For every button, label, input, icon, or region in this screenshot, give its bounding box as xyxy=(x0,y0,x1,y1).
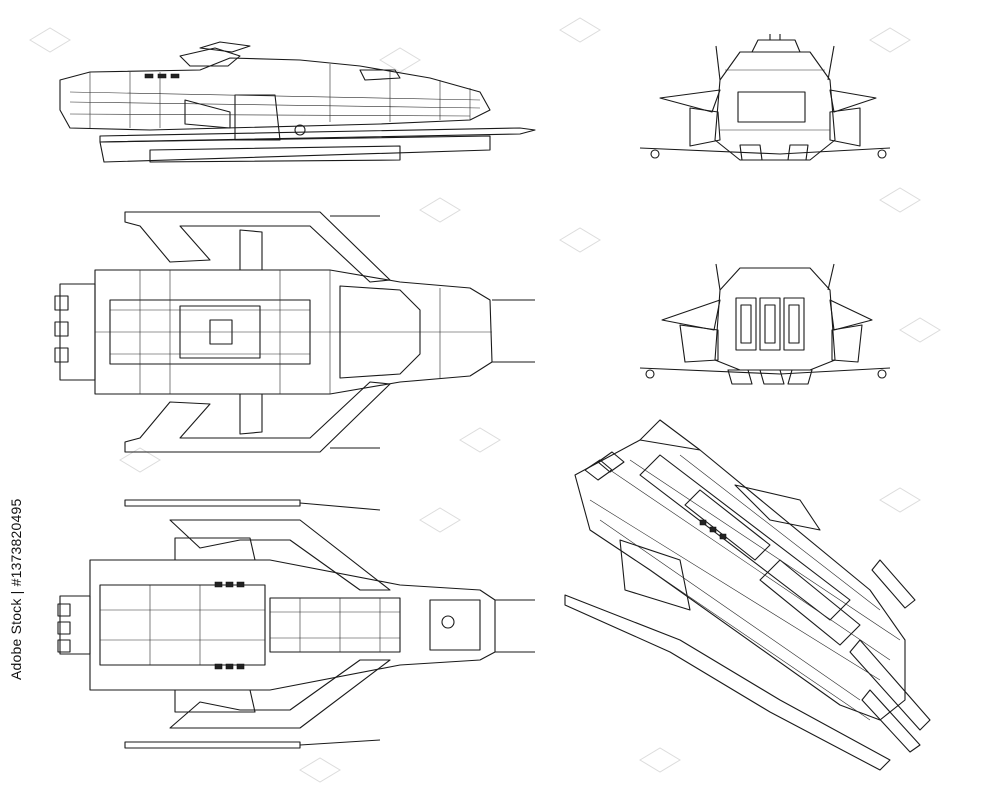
bottom-view xyxy=(57,499,535,749)
rear-view xyxy=(639,263,891,385)
side-view xyxy=(59,41,536,163)
watermark-pattern xyxy=(29,17,941,783)
perspective-view xyxy=(564,419,931,771)
front-view xyxy=(639,34,891,161)
top-view xyxy=(54,211,535,453)
stock-id-label: Adobe Stock | #1373820495 xyxy=(8,498,24,680)
